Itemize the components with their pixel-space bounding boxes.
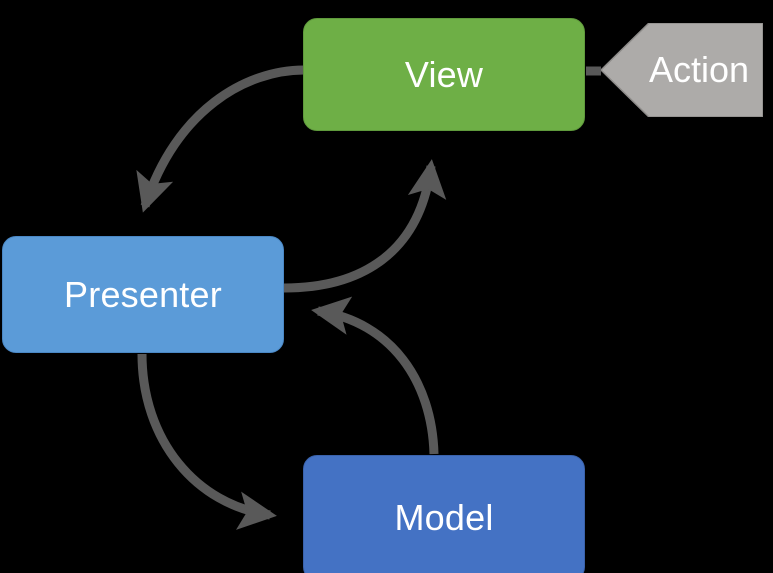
node-view-label: View <box>404 53 484 95</box>
left-arrow-pentagon-icon <box>601 23 763 117</box>
node-presenter-label: Presenter <box>64 273 222 315</box>
node-action[interactable]: Action <box>601 23 763 117</box>
node-model-label: Model <box>394 497 494 538</box>
node-action-label: Action <box>648 49 750 90</box>
node-model[interactable]: Model <box>303 455 585 573</box>
edge-model-to-presenter <box>311 296 439 455</box>
node-presenter[interactable]: Presenter <box>2 236 284 353</box>
edge-presenter-to-view <box>283 159 447 293</box>
edge-presenter-to-model <box>137 353 277 530</box>
node-view[interactable]: View <box>303 18 585 131</box>
edge-view-to-presenter <box>136 65 305 213</box>
